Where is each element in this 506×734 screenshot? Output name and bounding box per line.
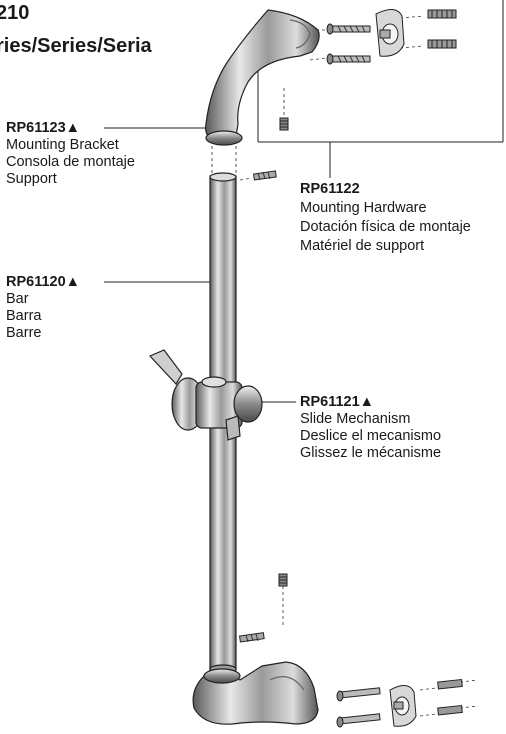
top-mounting-bracket <box>205 9 320 146</box>
part-number: RP61122 <box>300 181 360 197</box>
top-hardware <box>279 9 457 131</box>
callout-label-es: Deslice el mecanismo <box>300 428 442 444</box>
bar-top-screw <box>253 170 277 181</box>
bottom-hardware <box>336 678 463 728</box>
bar-bottom-screw <box>239 632 265 643</box>
callout-slide-mechanism: RP61121▲ Slide Mechanism Deslice el meca… <box>300 394 441 462</box>
part-number: RP61123▲ <box>6 120 81 136</box>
part-number: RP61120▲ <box>6 274 81 290</box>
screw-icon <box>326 53 371 65</box>
callout-label-fr: Support <box>6 171 57 187</box>
callout-mounting-hardware: RP61122 Mounting Hardware Dotación físic… <box>300 180 471 256</box>
screw-icon <box>326 23 371 35</box>
callout-label-es: Barra <box>6 308 42 324</box>
callout-mounting-bracket: RP61123▲ Mounting Bracket Consola de mon… <box>6 120 135 188</box>
part-number: RP61121▲ <box>300 394 375 410</box>
callout-label-en: Mounting Hardware <box>300 200 427 216</box>
slide-mechanism <box>148 349 263 441</box>
bottom-mounting-bracket <box>192 661 319 725</box>
page-title-number: 210 <box>0 2 30 24</box>
screw-icon <box>336 687 381 702</box>
callout-label-es: Consola de montaje <box>6 154 135 170</box>
mounting-plate-icon <box>389 685 417 727</box>
mounting-plate-icon <box>375 9 405 57</box>
callout-label-en: Slide Mechanism <box>300 411 411 427</box>
callout-label-en: Mounting Bracket <box>6 137 119 153</box>
callout-label-es: Dotación física de montaje <box>300 219 471 235</box>
alignment-dashes <box>211 15 479 717</box>
bottom-set-screw <box>278 573 288 587</box>
callout-label-fr: Barre <box>6 325 42 341</box>
page-title-series: ries/Series/Seria <box>0 35 152 57</box>
screw-icon <box>336 713 381 728</box>
callout-label-fr: Glissez le mécanisme <box>300 445 442 461</box>
leader-lines <box>104 127 331 403</box>
callout-label-fr: Matériel de support <box>300 238 425 254</box>
hardware-inset-frame <box>257 0 504 143</box>
wall-anchor-icon <box>427 9 457 49</box>
set-screw-icon <box>279 117 289 131</box>
callout-bar: RP61120▲ Bar Barra Barre <box>6 274 80 342</box>
wall-anchor-icon <box>437 678 463 716</box>
callout-label-en: Bar <box>6 291 29 307</box>
